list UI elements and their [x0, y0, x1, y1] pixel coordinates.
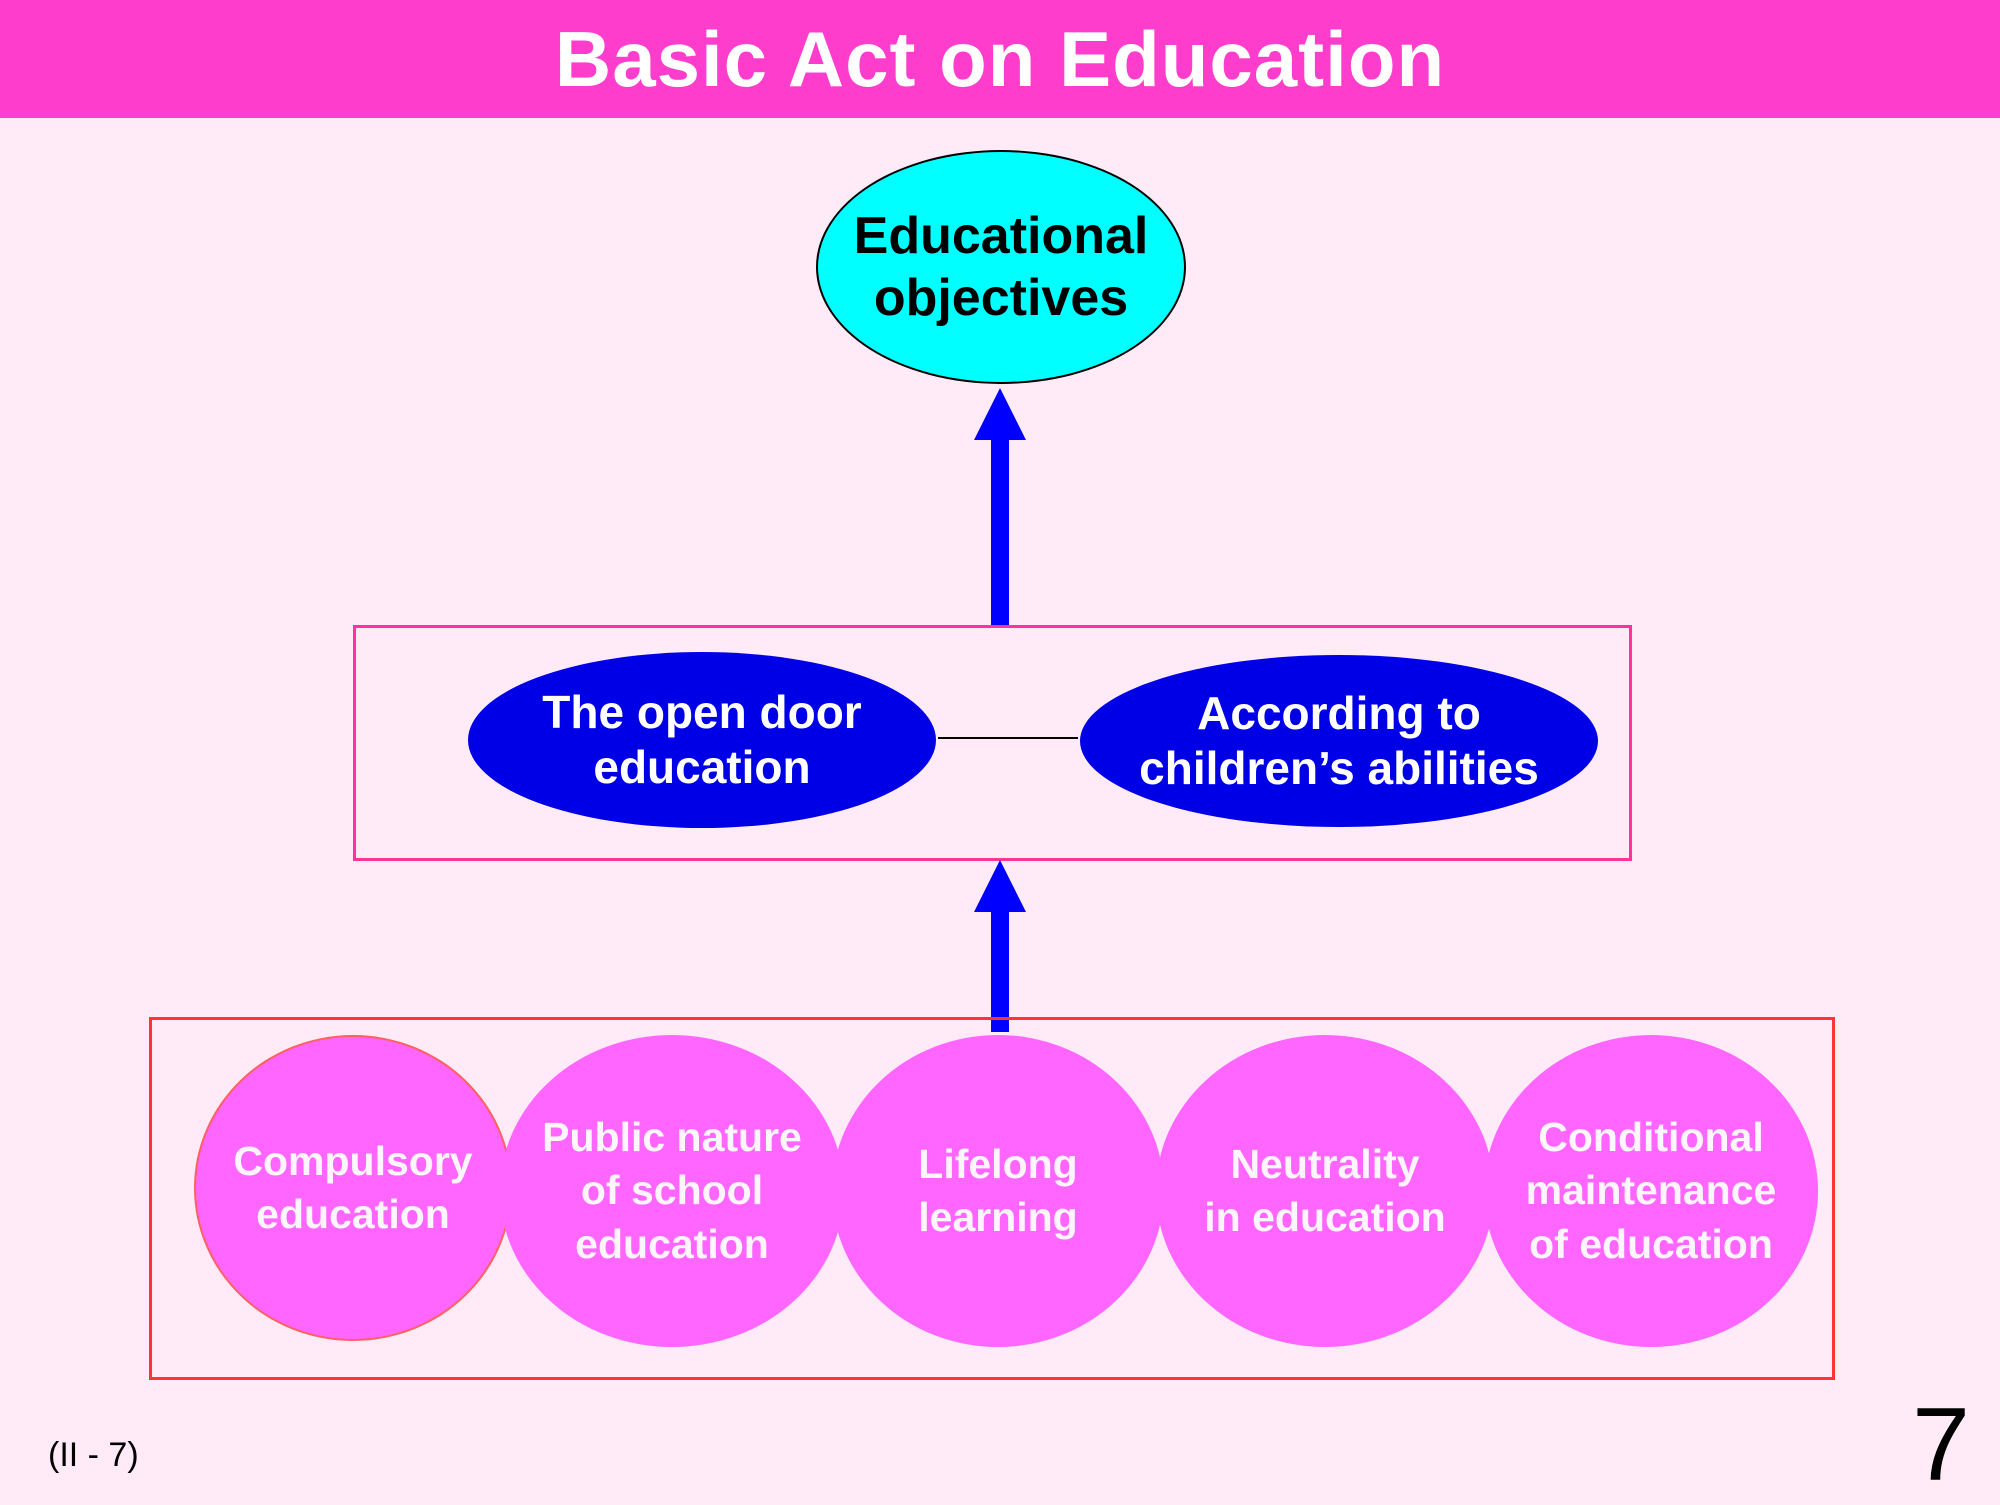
upward-arrow-bottom	[974, 860, 1026, 1032]
principle-label: Lifelong learning	[918, 1140, 1078, 1240]
principle-label: Neutrality in education	[1204, 1140, 1446, 1240]
middle-principles-frame	[353, 625, 1632, 861]
childrens-abilities-label: According to children’s abilities	[1139, 686, 1539, 794]
title-bar: Basic Act on Education	[0, 0, 2000, 118]
principle-label: Conditional maintenance of education	[1525, 1114, 1777, 1267]
principle-label: Compulsory education	[233, 1137, 473, 1237]
principle-neutrality: Neutrality in education	[1156, 1035, 1494, 1347]
page-number: 7	[1912, 1387, 1970, 1503]
slide-reference: (II - 7)	[48, 1436, 139, 1474]
open-door-education-label: The open door education	[542, 685, 862, 793]
principle-conditional-maintenance: Conditional maintenance of education	[1484, 1035, 1818, 1347]
educational-objectives-node: Educational objectives	[816, 150, 1186, 384]
principle-label: Public nature of school education	[542, 1114, 802, 1267]
principle-lifelong-learning: Lifelong learning	[832, 1035, 1164, 1347]
upward-arrow-top	[974, 388, 1026, 626]
childrens-abilities-node: According to children’s abilities	[1080, 655, 1598, 827]
educational-objectives-label: Educational objectives	[853, 206, 1149, 327]
principle-compulsory-education: Compulsory education	[194, 1035, 512, 1341]
open-door-education-node: The open door education	[468, 652, 936, 828]
foundational-principles-frame	[149, 1017, 1835, 1380]
middle-connector-line	[938, 737, 1078, 739]
page-title: Basic Act on Education	[554, 14, 1446, 103]
principle-public-nature: Public nature of school education	[500, 1035, 844, 1347]
